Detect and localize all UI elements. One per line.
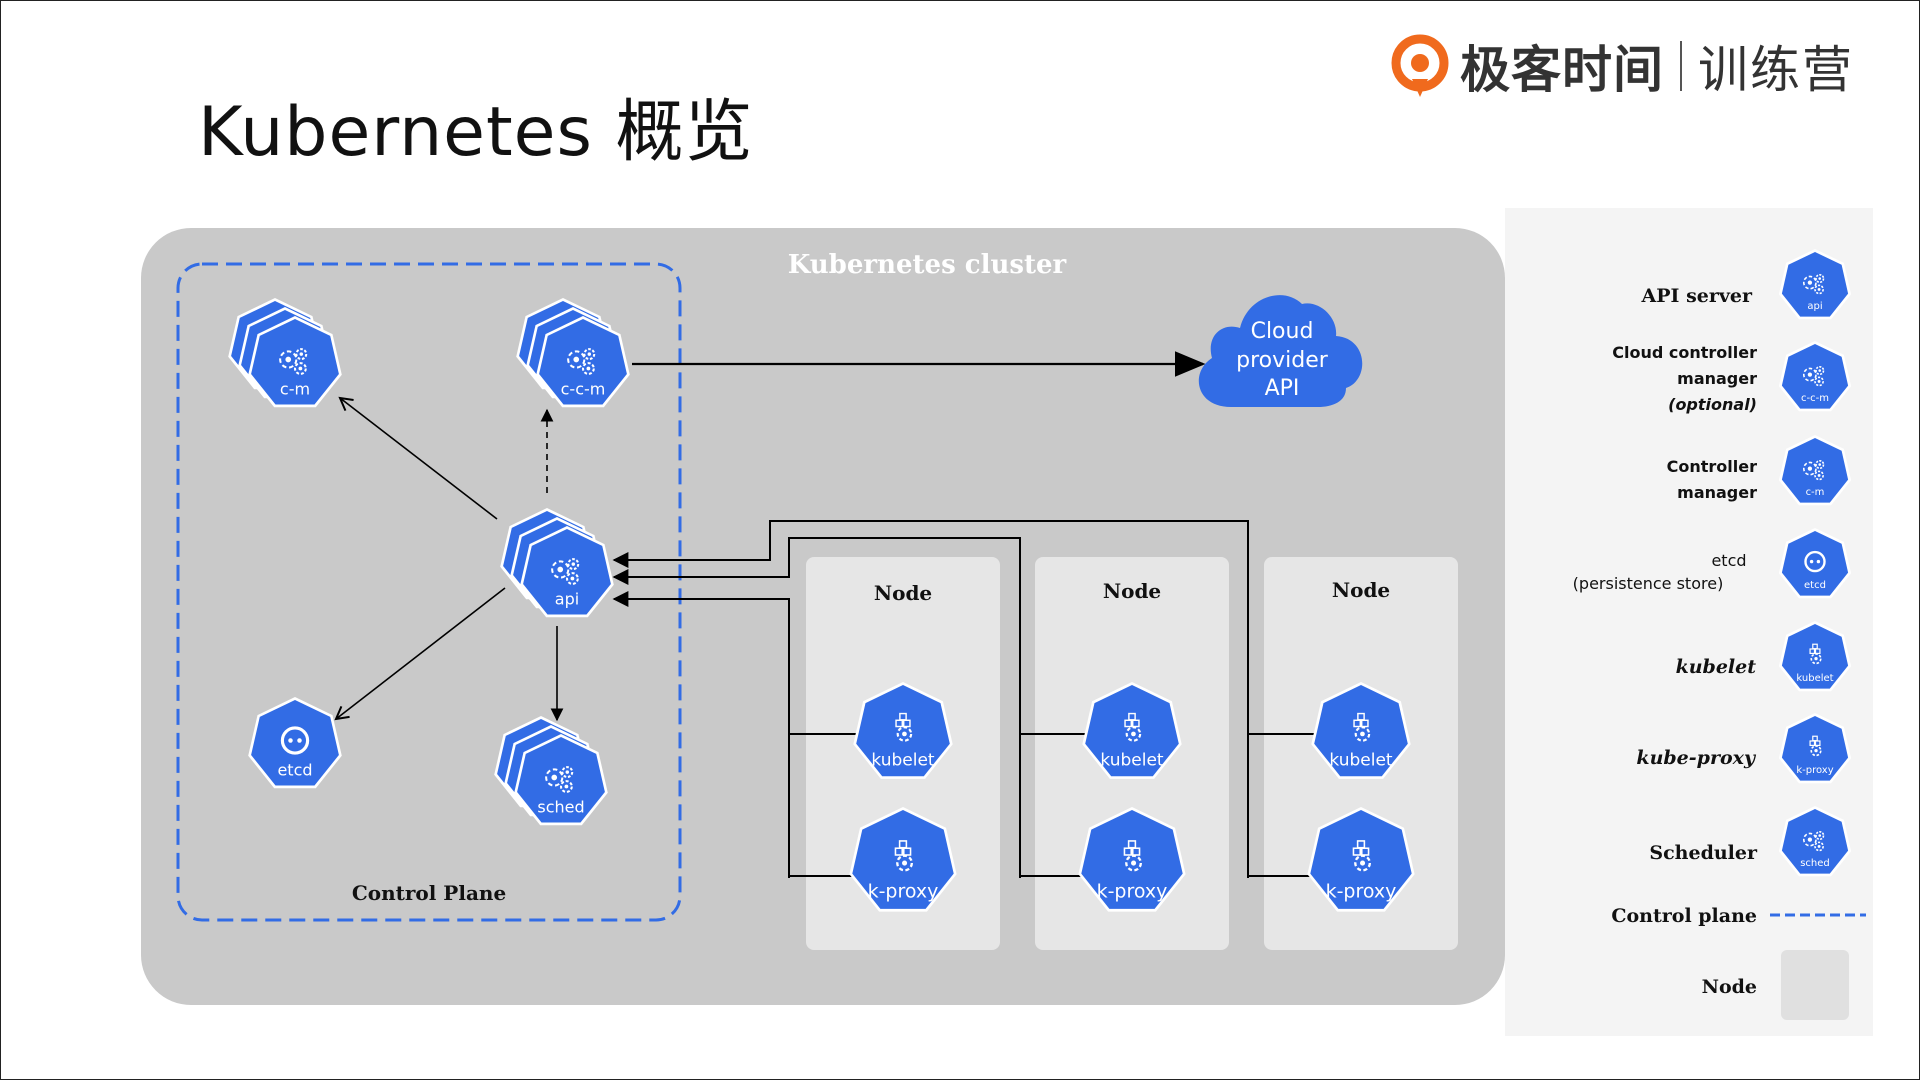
scheduler-icon: sched: [494, 716, 608, 826]
node-3-kubelet-label: kubelet: [1329, 751, 1393, 771]
legend-scheduler-icon: sched: [1778, 806, 1852, 877]
cloud-controller-manager-label: c-c-m: [561, 380, 606, 399]
legend-cm-line-2: manager: [1677, 483, 1757, 502]
legend-api-label: API server: [1641, 285, 1753, 307]
node-1-kube-proxy-label: k-proxy: [868, 880, 939, 902]
page-title: Kubernetes 概览: [198, 93, 754, 172]
api-server-label: api: [555, 590, 579, 609]
legend-ccm-line-1: Cloud controller: [1612, 343, 1757, 362]
control-plane-arrows: [334, 351, 1206, 722]
legend-scheduler-label: sched: [1800, 858, 1830, 869]
brand-logo-icon: [1391, 34, 1449, 97]
legend-controller-manager-icon: c-m: [1778, 435, 1852, 506]
legend-ccm-line-3: (optional): [1668, 395, 1757, 414]
brand-subtitle: 训练营: [1698, 41, 1854, 99]
legend-controller-manager-label: c-m: [1806, 487, 1825, 498]
cloud-controller-manager-icon: c-c-m: [516, 298, 630, 408]
legend-kubelet-icon: kubelet: [1778, 621, 1852, 692]
cloud-label-line-1: Cloud: [1251, 319, 1314, 344]
legend-kube-proxy-label: kube-proxy: [1636, 747, 1757, 769]
node-api-connectors: [612, 520, 1316, 878]
node-label-1: Node: [874, 581, 932, 605]
node-2-kube-proxy-icon: k-proxy: [1078, 807, 1186, 912]
cluster-label: Kubernetes cluster: [788, 250, 1067, 280]
node-2-kubelet-icon: kubelet: [1082, 682, 1182, 779]
scheduler-label: sched: [537, 798, 584, 817]
node-3-kubelet-icon: kubelet: [1311, 682, 1411, 779]
legend-node-swatch: [1781, 950, 1849, 1020]
control-plane-label: Control Plane: [352, 881, 506, 905]
node-label-2: Node: [1103, 579, 1161, 603]
cloud-label-line-2: provider: [1236, 348, 1329, 373]
legend-etcd-icon: etcd: [1778, 528, 1852, 599]
cloud-provider-api: Cloud provider API: [1198, 295, 1363, 407]
legend-kube-proxy-label: k-proxy: [1796, 765, 1833, 776]
legend-etcd-line-2: (persistence store): [1573, 574, 1724, 593]
node-2-kube-proxy-label: k-proxy: [1097, 880, 1168, 902]
legend: API server api Cloud controller manager …: [1573, 249, 1866, 1020]
legend-scheduler-label: Scheduler: [1649, 842, 1758, 864]
node-2-kubelet-label: kubelet: [1100, 751, 1164, 771]
node-3-kube-proxy-label: k-proxy: [1326, 880, 1397, 902]
control-plane-box: [176, 262, 682, 922]
brand-separator: [1680, 41, 1682, 91]
legend-kube-proxy-icon: k-proxy: [1778, 713, 1852, 784]
etcd-icon: etcd: [248, 697, 342, 789]
api-server-icon: api: [500, 508, 614, 618]
legend-cloud-controller-manager-icon: c-c-m: [1778, 341, 1852, 412]
legend-etcd-label: etcd: [1804, 580, 1826, 591]
brand: 极客时间 训练营: [1390, 30, 1854, 102]
legend-cloud-controller-manager-label: c-c-m: [1801, 393, 1829, 404]
legend-kubelet-label: kubelet: [1796, 673, 1833, 684]
legend-cm-line-1: Controller: [1667, 457, 1757, 476]
legend-api-label: api: [1807, 301, 1822, 312]
etcd-label: etcd: [277, 761, 312, 780]
legend-control-plane-label: Control plane: [1611, 905, 1757, 927]
controller-manager-icon: c-m: [228, 298, 342, 408]
node-3-kube-proxy-icon: k-proxy: [1307, 807, 1415, 912]
legend-kubelet-label: kubelet: [1676, 656, 1757, 678]
legend-node-label: Node: [1702, 976, 1757, 998]
legend-api-icon: api: [1778, 249, 1852, 320]
node-1-kube-proxy-icon: k-proxy: [849, 807, 957, 912]
node-1-kubelet-icon: kubelet: [853, 682, 953, 779]
node-1-kubelet-label: kubelet: [871, 751, 935, 771]
controller-manager-label: c-m: [280, 380, 310, 399]
legend-etcd-line-1: etcd: [1711, 551, 1746, 570]
brand-name: 极客时间: [1460, 41, 1664, 99]
node-label-3: Node: [1332, 578, 1390, 602]
cloud-label-line-3: API: [1265, 376, 1300, 401]
legend-ccm-line-2: manager: [1677, 369, 1757, 388]
